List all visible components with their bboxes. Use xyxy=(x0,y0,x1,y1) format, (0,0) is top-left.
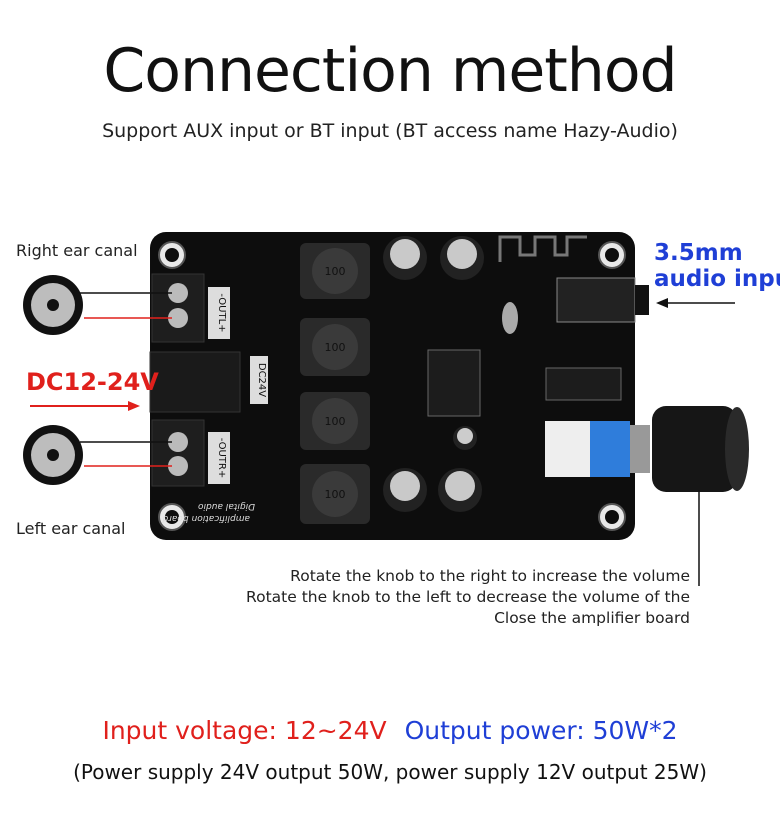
volume-knob[interactable] xyxy=(652,406,737,492)
aux-label-line1: 3.5mm xyxy=(654,240,743,266)
speaker-icon xyxy=(23,425,83,485)
board-name-2: amplification board xyxy=(162,513,250,523)
bt-antenna xyxy=(498,235,587,262)
subtitle: Support AUX input or BT input (BT access… xyxy=(102,120,678,142)
dc-input-label: DC12-24V xyxy=(26,368,159,396)
inductor-label: 100 xyxy=(325,341,346,354)
speaker-icon xyxy=(23,275,83,335)
terminal-right xyxy=(151,419,205,487)
dc-label-board: DC24V xyxy=(256,363,267,397)
knob-note-line: Close the amplifier board xyxy=(494,609,690,627)
output-power-spec: Output power: 50W*2 xyxy=(404,716,678,745)
board-name-1: Digital audio xyxy=(198,501,255,511)
knob-note-line: Rotate the knob to the left to decrease … xyxy=(246,588,690,606)
knob-instructions: Rotate the knob to the right to increase… xyxy=(246,566,690,629)
audio-jack xyxy=(556,277,636,323)
inductors xyxy=(300,243,370,524)
inductor-label: 100 xyxy=(325,265,346,278)
inductor-label: 100 xyxy=(325,415,346,428)
left-ear-label: Left ear canal xyxy=(16,519,126,538)
spec-line: Input voltage: 12~24V Output power: 50W*2 xyxy=(0,716,780,745)
input-voltage-spec: Input voltage: 12~24V xyxy=(102,716,387,745)
aux-input-label: 3.5mm audio input xyxy=(654,240,780,292)
inductor-label: 100 xyxy=(325,488,346,501)
page-title: Connection method xyxy=(103,36,677,106)
knob-note-line: Rotate the knob to the right to increase… xyxy=(290,567,690,585)
capacitors xyxy=(383,236,484,512)
potentiometer xyxy=(545,421,593,477)
out-right-label: -OUTR+ xyxy=(216,438,227,479)
amplifier-chip xyxy=(427,349,481,417)
out-left-label: -OUTL+ xyxy=(216,293,227,332)
aux-label-line2: audio input xyxy=(654,266,780,292)
right-ear-label: Right ear canal xyxy=(16,241,138,260)
power-note: (Power supply 24V output 50W, power supp… xyxy=(73,760,707,784)
dc-jack xyxy=(149,351,241,413)
